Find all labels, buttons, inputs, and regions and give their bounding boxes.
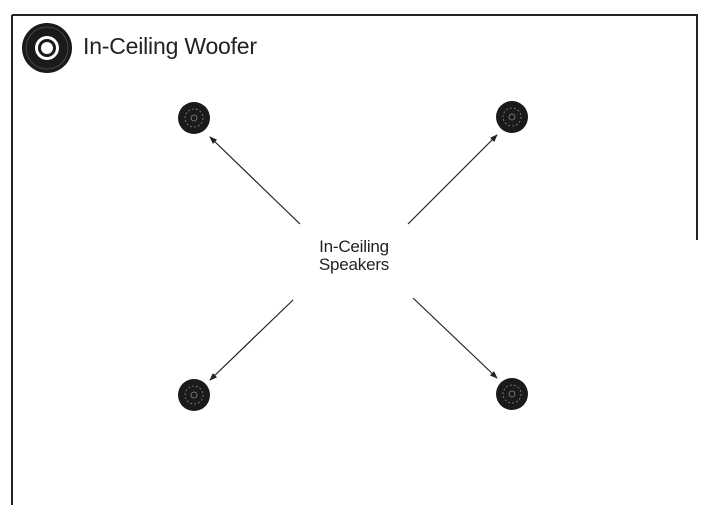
speakers-label: In-Ceiling Speakers: [295, 238, 413, 274]
speakers-label-line1: In-Ceiling: [319, 237, 389, 256]
speaker-icon: [496, 101, 528, 133]
woofer-icon: [22, 23, 72, 73]
speaker-icon: [178, 379, 210, 411]
arrow-top-left: [209, 136, 301, 225]
arrow-top-right: [407, 134, 498, 225]
arrow-bottom-left: [209, 299, 294, 381]
room-outline: [11, 14, 698, 505]
speaker-icon: [178, 102, 210, 134]
speaker-icon: [496, 378, 528, 410]
arrow-bottom-right: [412, 297, 498, 379]
woofer-legend-label: In-Ceiling Woofer: [83, 33, 257, 59]
speakers-label-line2: Speakers: [318, 255, 390, 274]
